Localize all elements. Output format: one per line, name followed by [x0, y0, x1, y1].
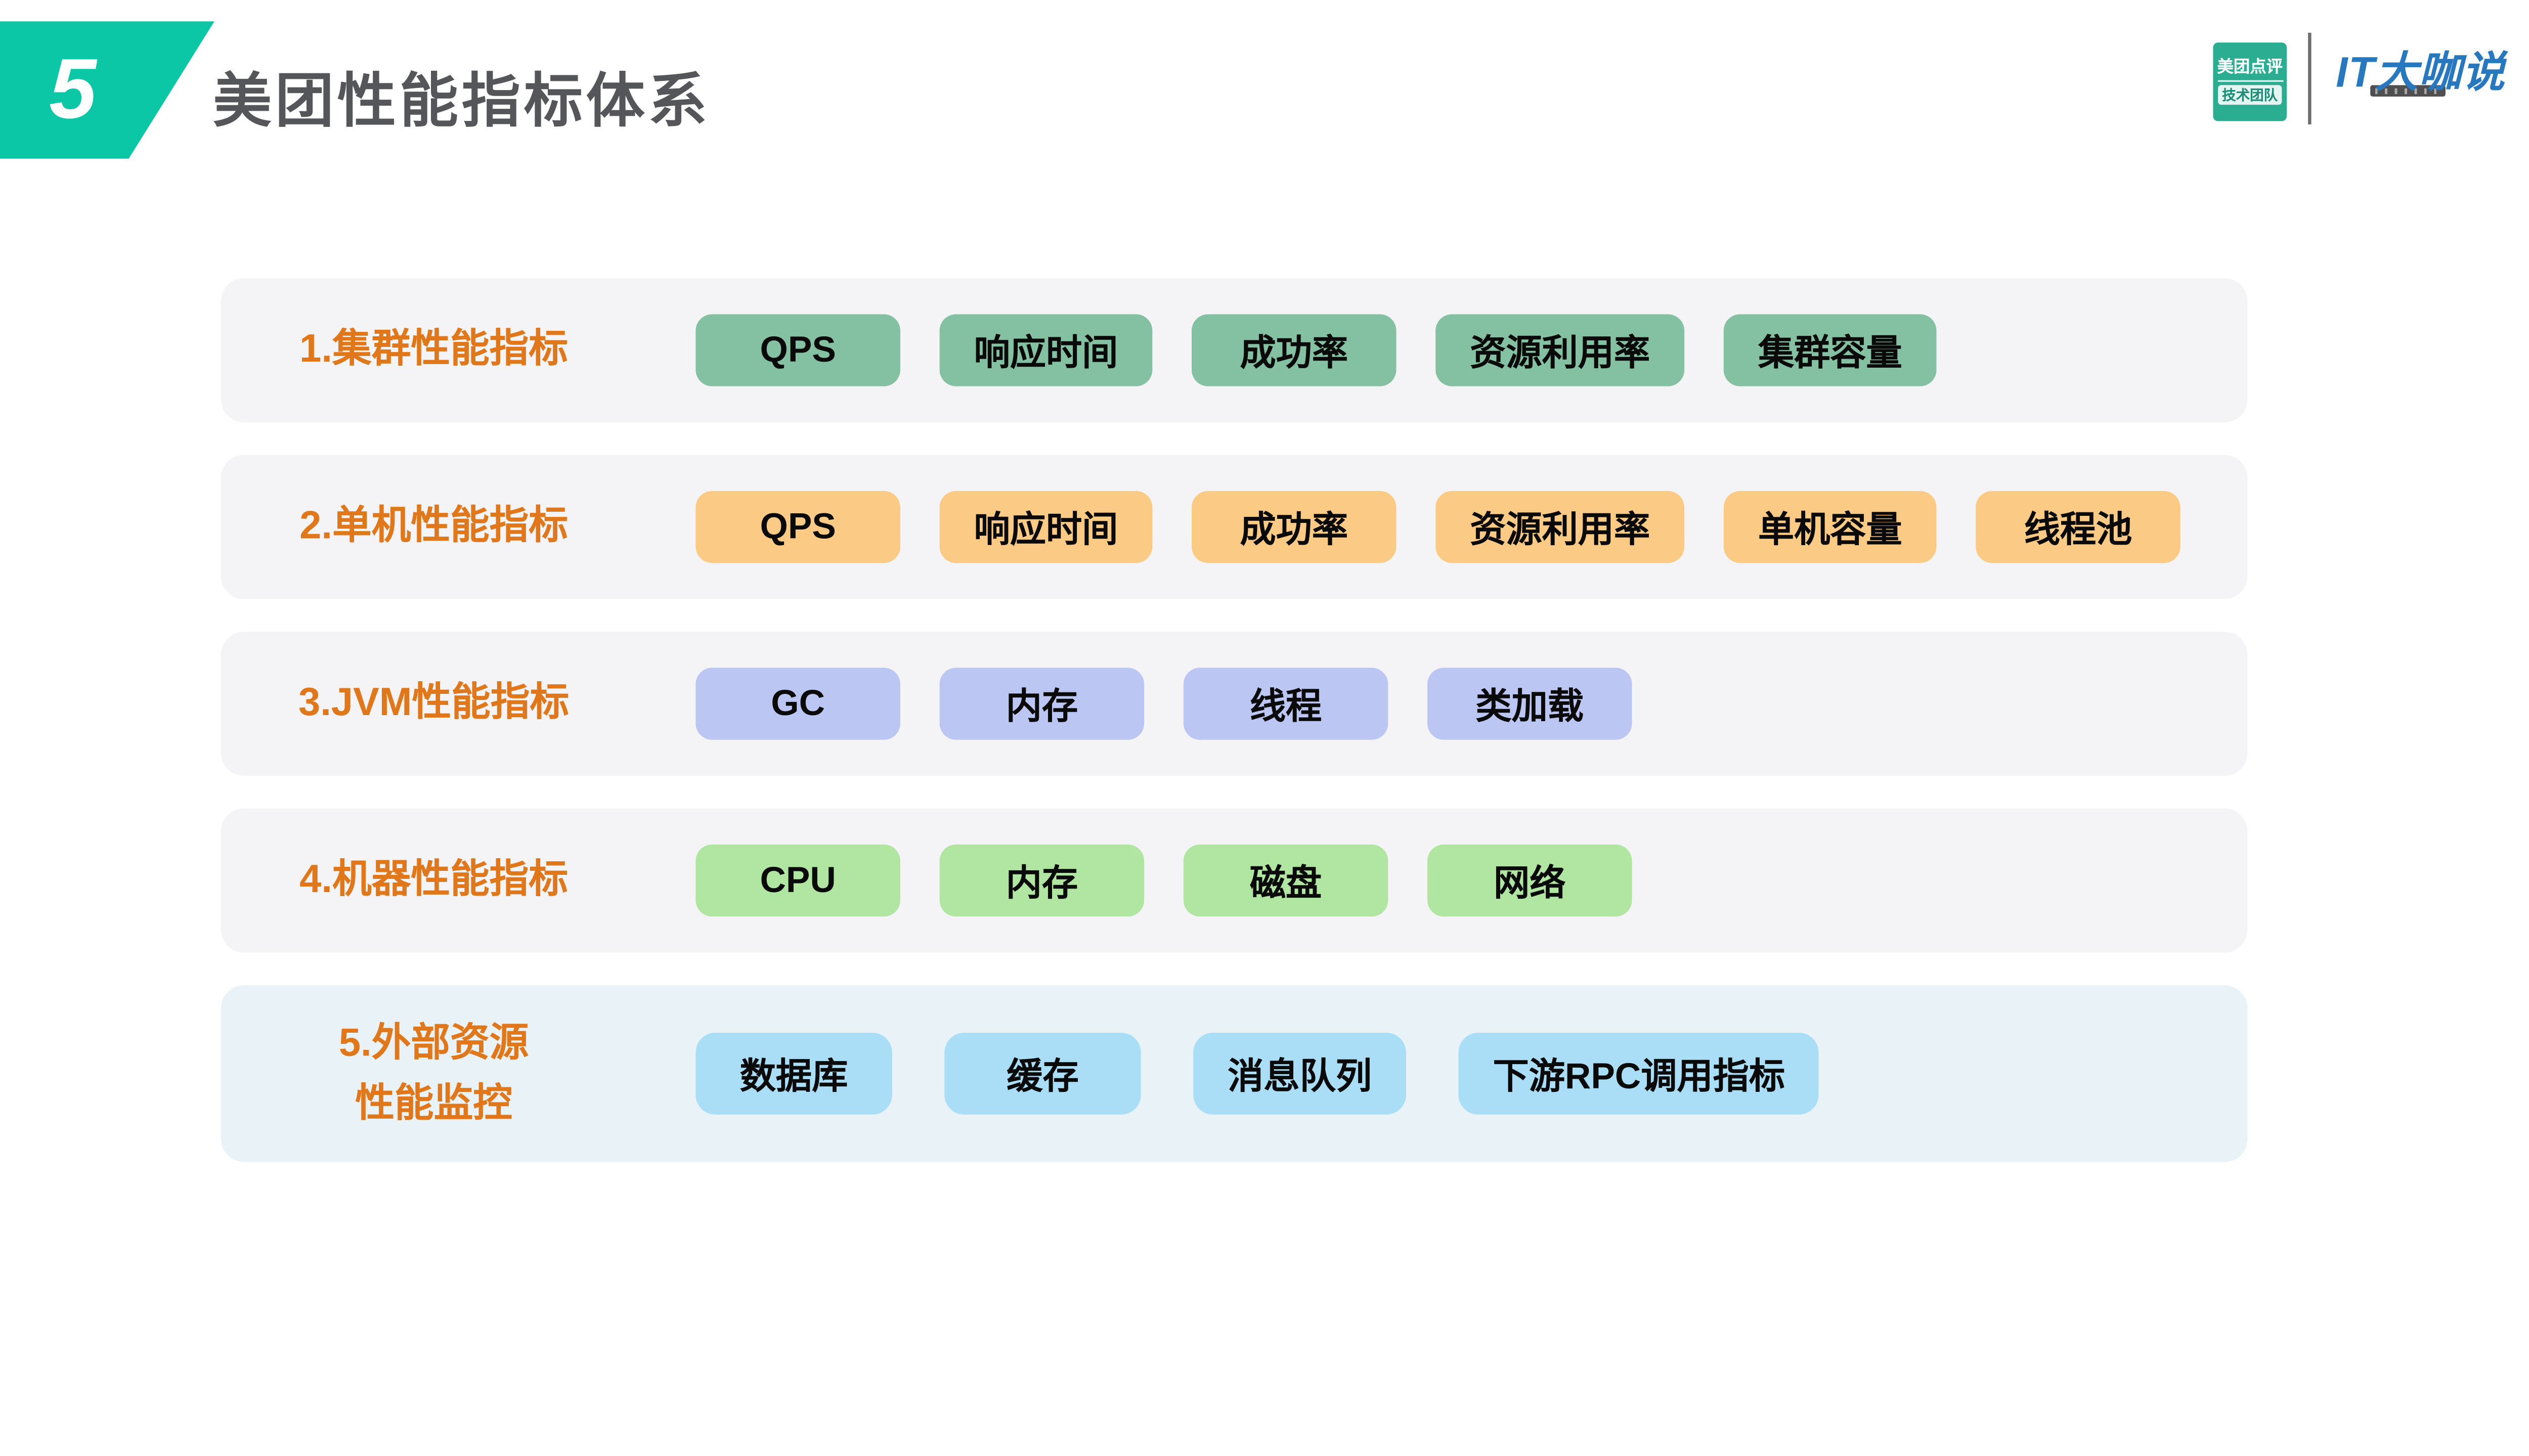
metric-tag: 网络 — [1427, 844, 1632, 917]
tag-list: QPS 响应时间成功率资源利用率集群容量 — [695, 314, 1937, 386]
metric-tag: 资源利用率 — [1435, 314, 1685, 386]
metric-tag: 内存 — [939, 844, 1145, 917]
row-label: 3.JVM性能指标 — [298, 681, 570, 726]
meituan-logo-line1: 美团点评 — [2217, 59, 2283, 82]
logo-divider — [2308, 32, 2312, 124]
metric-tag: 线程池 — [1976, 491, 2181, 563]
metric-tag: 响应时间 — [939, 314, 1153, 386]
slide-number: 5 — [49, 42, 97, 138]
metric-tag: 线程 — [1183, 668, 1388, 740]
metric-tag: 资源利用率 — [1435, 491, 1685, 563]
metric-row-4: 4.机器性能指标 CPU 内存磁盘网络 — [221, 808, 2248, 953]
metric-tag: 集群容量 — [1723, 314, 1937, 386]
tag-list: 数据库缓存消息队列下游RPC调用指标 — [695, 1033, 1819, 1115]
row-label: 2.单机性能指标 — [299, 505, 568, 549]
itdakashuo-logo: IT大咖说 — [2336, 47, 2506, 97]
metric-tag: 缓存 — [944, 1033, 1141, 1115]
slide-number-badge: 5 — [0, 21, 214, 159]
row-label: 1.集群性能指标 — [299, 328, 568, 372]
itdaka-tagline-banner — [2370, 85, 2446, 97]
metric-tag: QPS — [695, 314, 900, 386]
metric-row-3: 3.JVM性能指标 GC 内存线程类加载 — [221, 632, 2248, 776]
slide: 5 美团性能指标体系 美团点评 技术团队 IT大咖说 1.集群性能指标 QPS 响应… — [0, 21, 2506, 1195]
metric-tag: 单机容量 — [1723, 491, 1937, 563]
metric-tag: 数据库 — [695, 1033, 892, 1115]
metric-row-1: 1.集群性能指标 QPS 响应时间成功率资源利用率集群容量 — [221, 278, 2248, 422]
metric-tag: 内存 — [939, 668, 1145, 740]
metric-tag: CPU — [695, 844, 900, 917]
page-title: 美团性能指标体系 — [212, 67, 711, 135]
tag-list: CPU 内存磁盘网络 — [695, 844, 1632, 917]
metric-tag: 成功率 — [1192, 314, 1397, 386]
tag-list: QPS 响应时间成功率资源利用率单机容量线程池 — [695, 491, 2181, 563]
row-label: 4.机器性能指标 — [299, 858, 568, 903]
meituan-dianping-logo: 美团点评 技术团队 — [2213, 42, 2287, 121]
metric-tag: 下游RPC调用指标 — [1458, 1033, 1819, 1115]
metric-tag: 成功率 — [1192, 491, 1397, 563]
metric-tag: QPS — [695, 491, 900, 563]
metric-tag: GC — [695, 668, 900, 740]
meituan-logo-line2: 技术团队 — [2218, 84, 2281, 105]
tag-list: GC 内存线程类加载 — [695, 668, 1632, 740]
metric-tag: 磁盘 — [1183, 844, 1388, 917]
metric-row-2: 2.单机性能指标 QPS 响应时间成功率资源利用率单机容量线程池 — [221, 455, 2248, 599]
metric-tag: 响应时间 — [939, 491, 1153, 563]
row-label: 5.外部资源性能监控 — [338, 1021, 529, 1126]
metric-row-5: 5.外部资源性能监控 数据库缓存消息队列下游RPC调用指标 — [221, 985, 2248, 1162]
metric-tag: 类加载 — [1427, 668, 1632, 740]
metric-tag: 消息队列 — [1193, 1033, 1406, 1115]
